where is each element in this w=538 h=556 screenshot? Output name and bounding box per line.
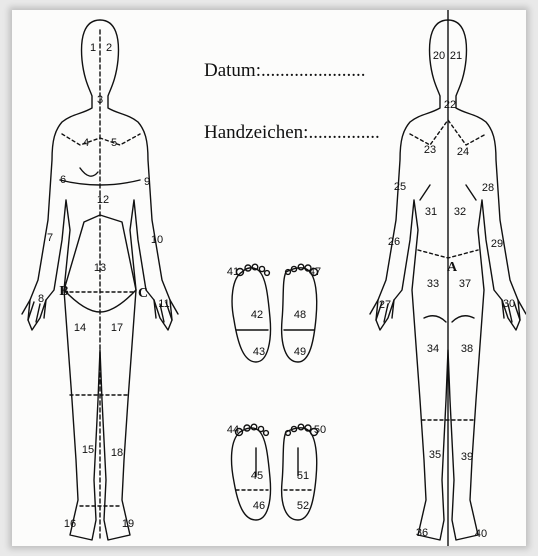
region-label: 31 <box>425 205 437 219</box>
region-label: 18 <box>111 446 123 460</box>
region-label: 3 <box>97 93 103 107</box>
back-body-figure <box>370 10 526 546</box>
region-label: 28 <box>482 181 494 195</box>
region-label: 4 <box>83 136 89 150</box>
region-label: 24 <box>457 145 469 159</box>
region-label: 8 <box>38 292 44 306</box>
region-label: 12 <box>97 193 109 207</box>
region-label: 2 <box>106 41 112 55</box>
datum-label: Datum: <box>204 60 261 81</box>
datum-dots: ...................... <box>261 60 366 81</box>
region-label: 32 <box>454 205 466 219</box>
region-label: 22 <box>444 98 456 112</box>
datum-field: Datum:...................... <box>204 60 366 82</box>
region-label: 15 <box>82 443 94 457</box>
region-label: 13 <box>94 261 106 275</box>
region-label: 38 <box>461 342 473 356</box>
region-label: 37 <box>459 277 471 291</box>
region-label: 14 <box>74 321 86 335</box>
region-label: 9 <box>144 175 150 189</box>
region-label: 34 <box>427 342 439 356</box>
region-label: 52 <box>297 499 309 513</box>
region-label: 7 <box>47 231 53 245</box>
region-label: 17 <box>111 321 123 335</box>
body-chart-sheet: Datum:...................... Handzeichen… <box>12 10 526 546</box>
region-label: 51 <box>297 469 309 483</box>
region-label: 19 <box>122 517 134 531</box>
region-label: 10 <box>151 233 163 247</box>
region-label: 46 <box>253 499 265 513</box>
region-label: 11 <box>158 297 169 311</box>
region-label: 33 <box>427 277 439 291</box>
region-label: 20 <box>433 49 445 63</box>
body-outline-drawing <box>12 10 526 546</box>
region-label: 41 <box>227 265 239 279</box>
region-label: 30 <box>503 297 515 311</box>
region-label: 1 <box>90 41 96 55</box>
handzeichen-field: Handzeichen:............... <box>204 122 380 144</box>
region-label: 5 <box>111 136 117 150</box>
reference-point-c: C <box>138 287 148 301</box>
region-label: 47 <box>309 265 321 279</box>
region-label: 43 <box>253 345 265 359</box>
region-label: 25 <box>394 180 406 194</box>
reference-point-a: A <box>447 261 457 275</box>
region-label: 40 <box>475 527 487 541</box>
region-label: 35 <box>429 448 441 462</box>
region-label: 48 <box>294 308 306 322</box>
region-label: 27 <box>379 298 391 312</box>
region-label: 29 <box>491 237 503 251</box>
region-label: 44 <box>227 423 239 437</box>
handzeichen-label: Handzeichen: <box>204 122 308 143</box>
region-label: 45 <box>251 469 263 483</box>
region-label: 49 <box>294 345 306 359</box>
region-label: 36 <box>416 526 428 540</box>
region-label: 23 <box>424 143 436 157</box>
region-label: 6 <box>60 173 66 187</box>
region-label: 16 <box>64 517 76 531</box>
region-label: 26 <box>388 235 400 249</box>
region-label: 42 <box>251 308 263 322</box>
handzeichen-dots: ............... <box>308 122 379 143</box>
region-label: 21 <box>450 49 462 63</box>
region-label: 39 <box>461 450 473 464</box>
region-label: 50 <box>314 423 326 437</box>
reference-point-b: B <box>59 285 68 299</box>
